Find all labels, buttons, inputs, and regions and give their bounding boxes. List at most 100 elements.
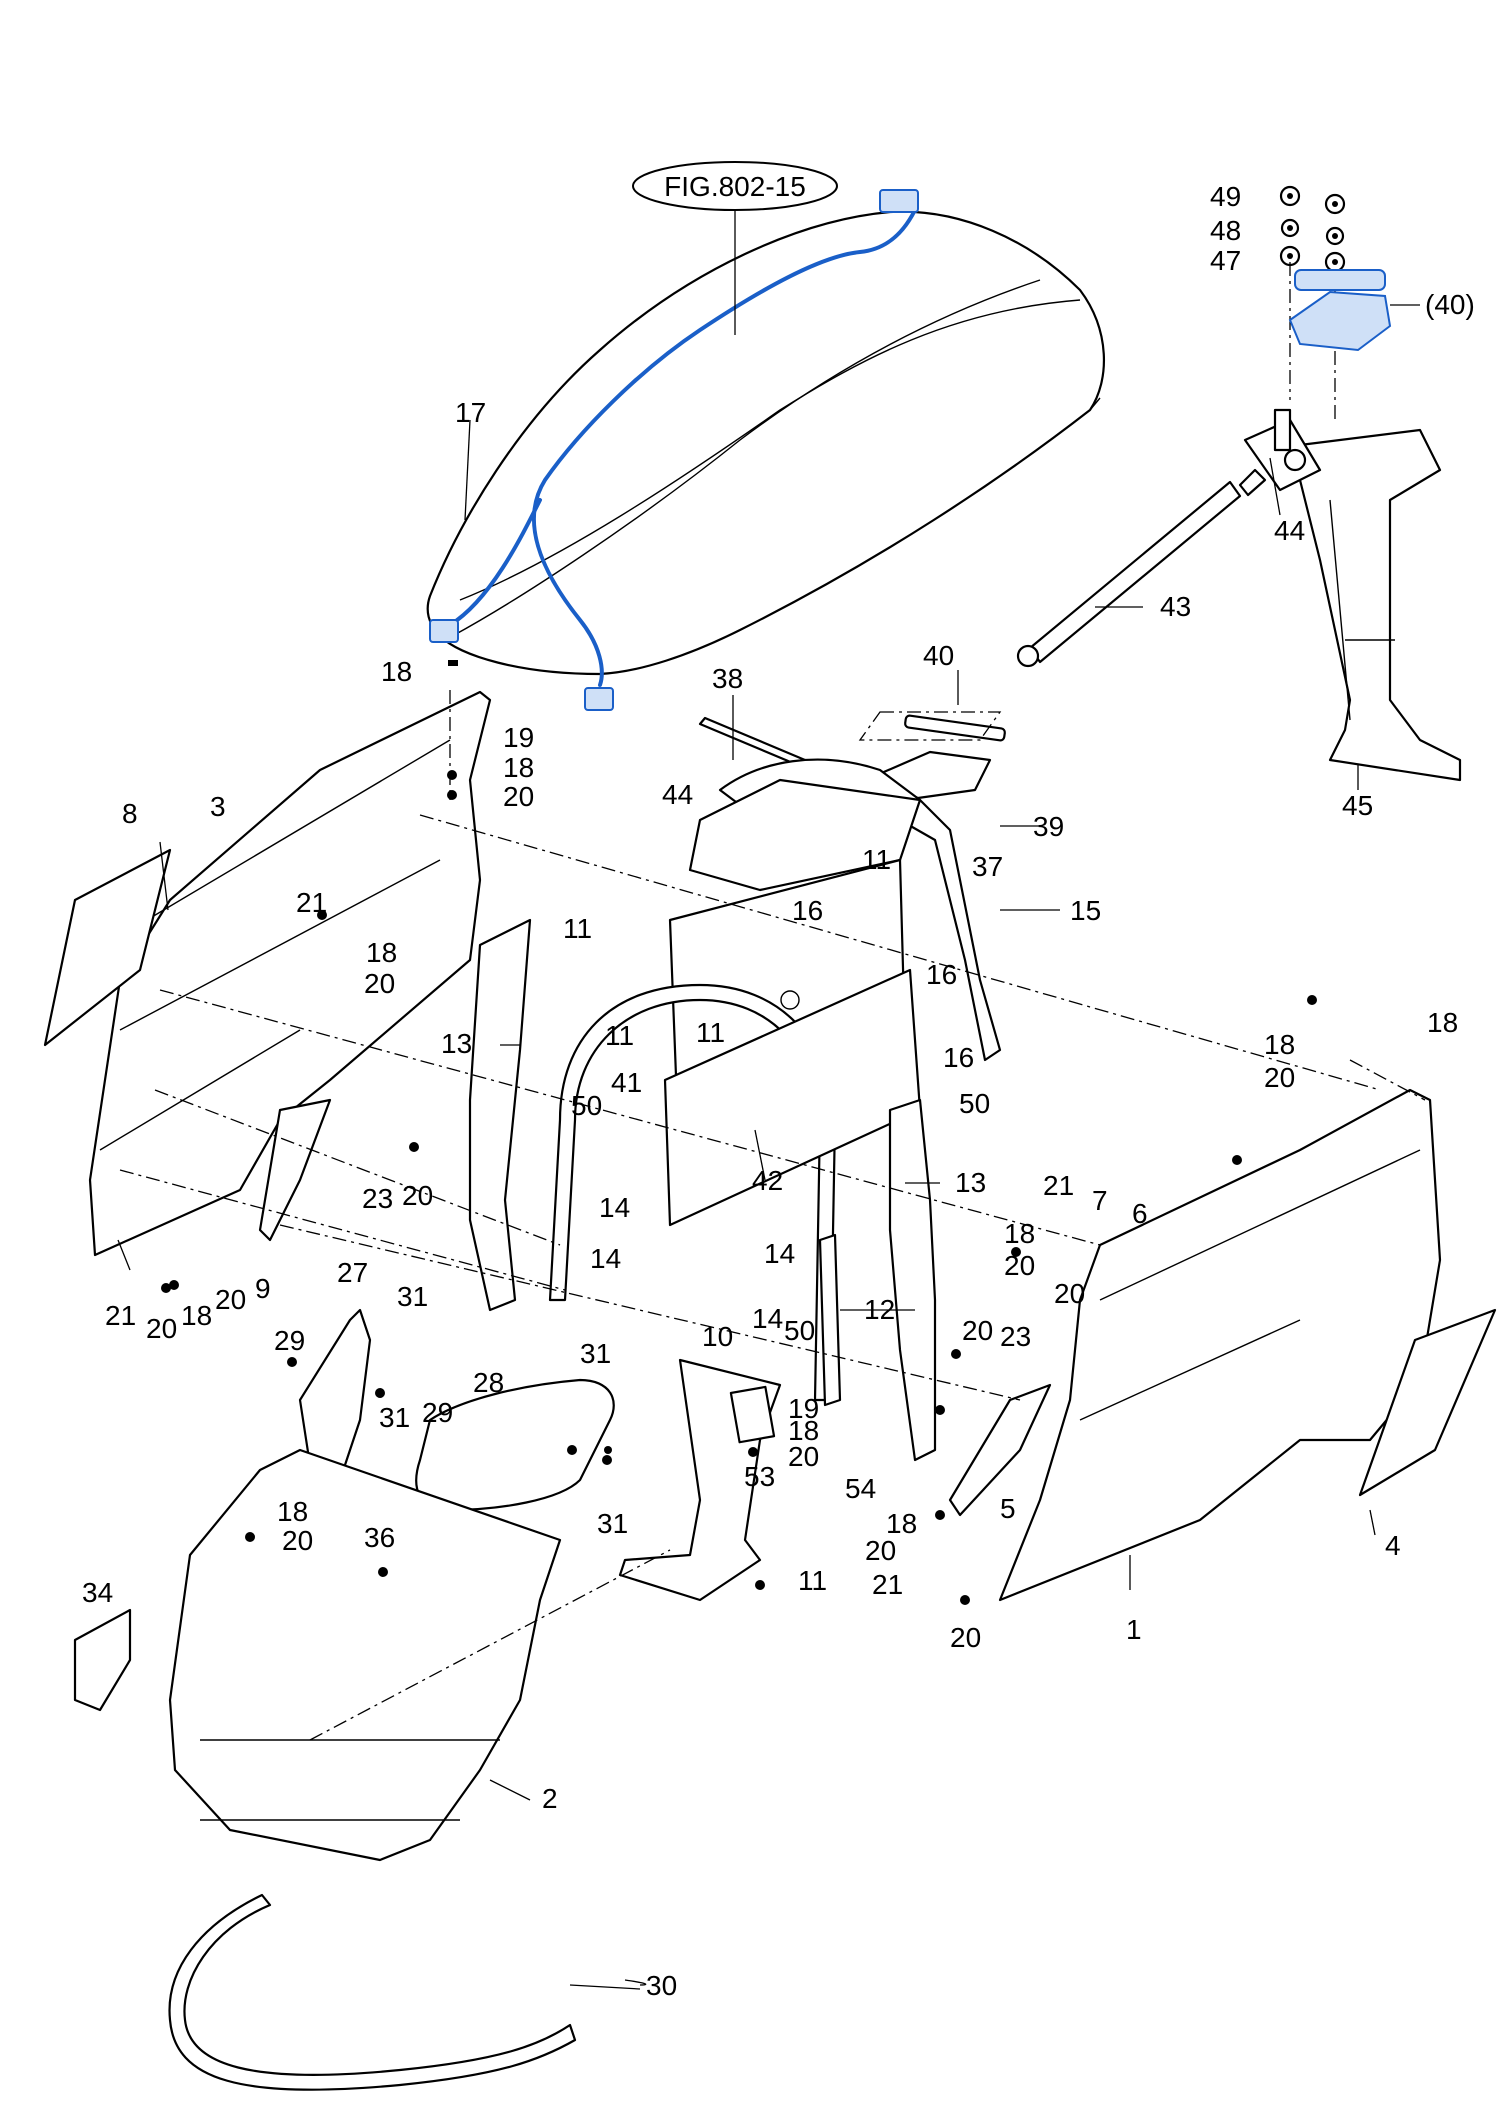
callout-14: 14 [590, 1243, 621, 1274]
callout-20: 20 [865, 1535, 896, 1566]
callout-37: 37 [972, 851, 1003, 882]
callout-18: 18 [503, 752, 534, 783]
callout-42: 42 [752, 1165, 783, 1196]
callout-11: 11 [798, 1565, 827, 1596]
callout-39: 39 [1033, 811, 1064, 842]
side-strip-part-13-right [888, 1098, 937, 1462]
callout-48: 48 [1210, 215, 1241, 246]
side-grille-part-5 [948, 1383, 1052, 1517]
hood-part-17 [426, 210, 1105, 676]
nose-panel-part-2 [168, 1448, 562, 1862]
callout-41: 41 [611, 1067, 642, 1098]
callout-21: 21 [872, 1569, 903, 1600]
callout-20: 20 [962, 1315, 993, 1346]
grille-bracket-part-10 [618, 1358, 782, 1602]
callout-44: 44 [1274, 515, 1305, 546]
callout-54: 54 [845, 1473, 876, 1504]
headlight-part-27 [298, 1308, 372, 1482]
callout-29: 29 [422, 1397, 453, 1428]
callout-18: 18 [381, 656, 412, 687]
callout-18: 18 [366, 937, 397, 968]
leader-lines [117, 304, 1420, 1990]
callout-30: 30 [646, 1970, 677, 2001]
callout-21: 21 [296, 887, 327, 918]
callout-50: 50 [784, 1315, 815, 1346]
callout-11: 11 [696, 1017, 725, 1048]
callout-labels: 49 48 47 (40) 17 44 43 45 18 19 18 20 38… [82, 181, 1475, 2001]
callout-1: 1 [1126, 1614, 1142, 1645]
callout-16: 16 [926, 959, 957, 990]
callout-20: 20 [503, 781, 534, 812]
seal-part-30 [168, 1893, 577, 2091]
callout-15: 15 [1070, 895, 1101, 926]
callout-9: 9 [255, 1273, 271, 1304]
callout-6: 6 [1132, 1198, 1148, 1229]
callout-20: 20 [1054, 1278, 1085, 1309]
fasteners [161, 660, 1317, 1605]
callout-16: 16 [792, 895, 823, 926]
callout-18: 18 [1004, 1218, 1035, 1249]
left-side-panel-part-3 [88, 690, 492, 1257]
side-cover-part-4 [1358, 1308, 1497, 1497]
callout-12: 12 [864, 1294, 895, 1325]
emblem-part-34 [73, 1608, 132, 1712]
callout-27: 27 [337, 1257, 368, 1288]
callout-11: 11 [563, 913, 592, 944]
gas-strut-part-43 [1016, 468, 1267, 668]
callout-18: 18 [788, 1415, 819, 1446]
callout-20: 20 [215, 1284, 246, 1315]
callout-21: 21 [105, 1300, 136, 1331]
callout-23: 23 [1000, 1321, 1031, 1352]
callout-34: 34 [82, 1577, 113, 1608]
figure-reference-label: FIG.802-15 [664, 171, 806, 202]
callout-38: 38 [712, 663, 743, 694]
alignment-lines [119, 690, 1426, 1741]
callout-20: 20 [788, 1441, 819, 1472]
callout-40-reference: (40) [1425, 289, 1475, 320]
callout-20: 20 [282, 1525, 313, 1556]
callout-20: 20 [364, 968, 395, 999]
callout-50: 50 [959, 1088, 990, 1119]
callout-17: 17 [455, 397, 486, 428]
callout-43: 43 [1160, 591, 1191, 622]
side-cover-part-8 [43, 848, 172, 1047]
callout-50: 50 [571, 1090, 602, 1121]
callout-11: 11 [862, 844, 891, 875]
callout-5: 5 [1000, 1493, 1016, 1524]
side-grille-part-9 [258, 1098, 332, 1242]
callout-18: 18 [181, 1300, 212, 1331]
callout-2: 2 [542, 1783, 558, 1814]
callout-18: 18 [1427, 1007, 1458, 1038]
callout-45: 45 [1342, 790, 1373, 821]
callout-4: 4 [1385, 1530, 1401, 1561]
callout-31: 31 [379, 1402, 410, 1433]
callout-14: 14 [599, 1192, 630, 1223]
callout-21: 21 [1043, 1170, 1074, 1201]
callout-53: 53 [744, 1461, 775, 1492]
callout-49: 49 [1210, 181, 1241, 212]
callout-16: 16 [943, 1042, 974, 1073]
callout-19: 19 [503, 722, 534, 753]
callout-20: 20 [1004, 1250, 1035, 1281]
hood-stand-part-45 [1243, 408, 1462, 782]
callout-10: 10 [702, 1321, 733, 1352]
callout-36: 36 [364, 1522, 395, 1553]
callout-20: 20 [1264, 1062, 1295, 1093]
rod-part-38 [698, 716, 807, 768]
callout-18: 18 [1264, 1029, 1295, 1060]
callout-18: 18 [277, 1496, 308, 1527]
callout-3: 3 [210, 791, 226, 822]
callout-31: 31 [580, 1338, 611, 1369]
callout-44: 44 [662, 779, 693, 810]
callout-47: 47 [1210, 245, 1241, 276]
callout-31: 31 [397, 1281, 428, 1312]
callout-8: 8 [122, 798, 138, 829]
side-strip-part-13-left [468, 918, 532, 1312]
callout-14: 14 [764, 1238, 795, 1269]
callout-29: 29 [274, 1325, 305, 1356]
callout-19: 19 [788, 1393, 819, 1424]
callout-11: 11 [605, 1020, 634, 1051]
callout-20: 20 [402, 1180, 433, 1211]
callout-31: 31 [597, 1508, 628, 1539]
